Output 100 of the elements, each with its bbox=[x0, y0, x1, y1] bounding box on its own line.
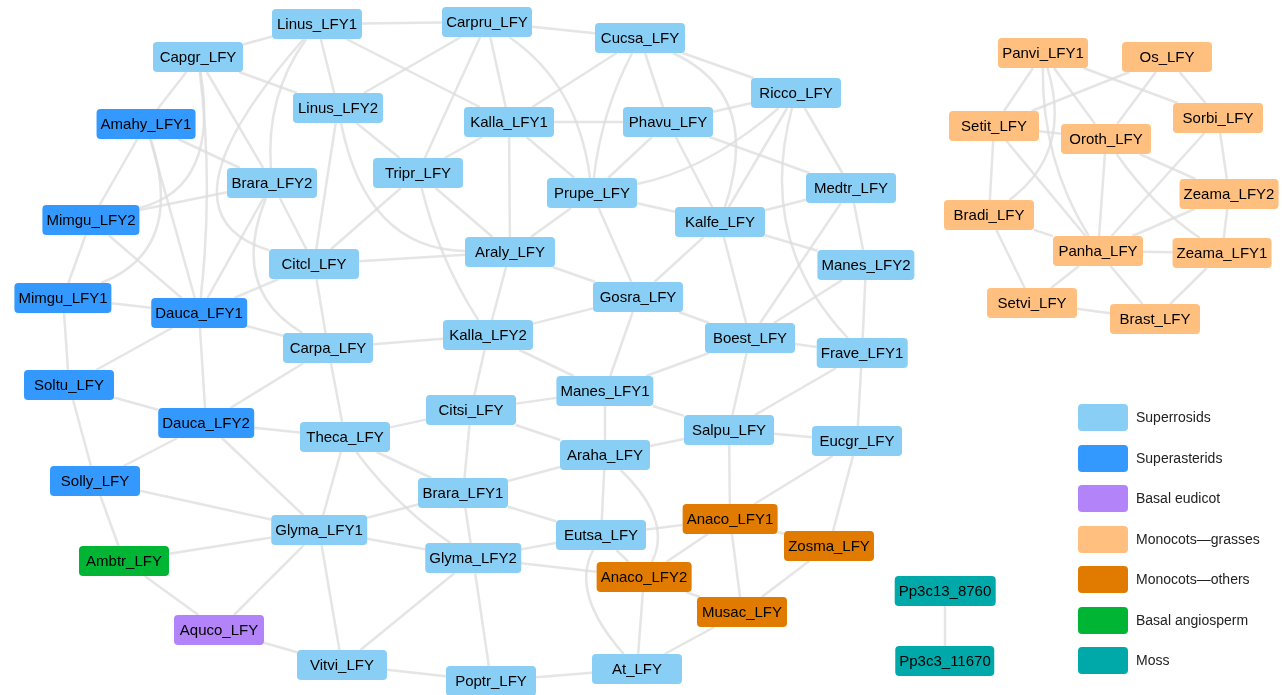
network-edge bbox=[423, 36, 482, 159]
network-edge bbox=[636, 202, 676, 213]
gene-node: Brast_LFY bbox=[1110, 304, 1200, 334]
network-edge bbox=[434, 187, 494, 238]
network-edge bbox=[530, 207, 572, 238]
network-edge bbox=[645, 351, 710, 378]
network-edge bbox=[1008, 67, 1056, 201]
network-edge bbox=[995, 229, 1026, 289]
network-edge bbox=[764, 234, 818, 252]
gene-node: Oroth_LFY bbox=[1061, 124, 1151, 154]
network-edge bbox=[1218, 132, 1229, 180]
network-edge bbox=[1222, 208, 1229, 239]
network-edge bbox=[139, 489, 272, 521]
network-edge bbox=[1076, 307, 1111, 315]
legend-label: Superrosids bbox=[1136, 408, 1211, 427]
network-edge bbox=[773, 432, 813, 439]
network-edge bbox=[156, 71, 188, 110]
gene-node: Setvi_LFY bbox=[987, 288, 1077, 318]
network-edge bbox=[111, 302, 152, 309]
gene-node: Tripr_LFY bbox=[373, 158, 463, 188]
network-edge bbox=[592, 52, 634, 179]
network-edge bbox=[473, 349, 486, 396]
network-edge bbox=[520, 562, 597, 573]
network-edge bbox=[518, 348, 575, 378]
network-edge bbox=[652, 404, 685, 418]
network-edge bbox=[386, 668, 447, 678]
network-edge bbox=[712, 102, 752, 113]
legend-label: Monocots—others bbox=[1136, 570, 1250, 589]
gene-node: Panha_LFY bbox=[1053, 236, 1143, 266]
network-edge bbox=[229, 361, 305, 410]
network-edge bbox=[359, 572, 456, 651]
network-edge bbox=[722, 236, 748, 324]
network-edge bbox=[831, 455, 855, 532]
network-edge bbox=[206, 197, 265, 299]
network-edge bbox=[233, 544, 305, 616]
gene-node: Sorbi_LFY bbox=[1173, 103, 1263, 133]
network-edge bbox=[552, 265, 596, 284]
network-edge bbox=[507, 465, 561, 483]
network-edge bbox=[531, 25, 596, 35]
network-edge bbox=[615, 549, 630, 563]
network-edge bbox=[731, 352, 748, 416]
network-edge bbox=[320, 544, 341, 651]
gene-node: Citsi_LFY bbox=[426, 395, 516, 425]
network-edge bbox=[263, 641, 298, 654]
network-edge bbox=[315, 122, 337, 250]
network-edge bbox=[861, 279, 867, 339]
gene-node: Zeama_LFY2 bbox=[1179, 179, 1279, 209]
network-edge bbox=[856, 367, 863, 427]
gene-node: Boest_LFY bbox=[705, 323, 795, 353]
gene-node: Anaco_LFY1 bbox=[682, 504, 778, 534]
network-edge bbox=[852, 202, 865, 251]
network-edge bbox=[1115, 153, 1201, 240]
network-edge bbox=[113, 396, 159, 411]
gene-node: Poptr_LFY bbox=[446, 666, 536, 695]
network-edge bbox=[754, 366, 837, 417]
network-edge bbox=[709, 135, 810, 175]
gene-node: Gosra_LFY bbox=[593, 282, 683, 312]
network-edge bbox=[67, 234, 87, 284]
network-edge bbox=[761, 560, 810, 598]
network-edge bbox=[619, 469, 660, 563]
gene-node: Eutsa_LFY bbox=[556, 520, 646, 550]
network-edge bbox=[278, 197, 308, 250]
gene-node: Kalla_LFY1 bbox=[464, 107, 554, 137]
network-edge bbox=[1110, 132, 1206, 237]
network-edge bbox=[444, 135, 483, 160]
network-edge bbox=[525, 136, 576, 179]
network-edge bbox=[315, 278, 327, 334]
network-edge bbox=[1139, 152, 1196, 181]
network-edge bbox=[389, 418, 427, 429]
network-edge bbox=[988, 140, 995, 201]
gene-node: Prupe_LFY bbox=[547, 178, 637, 208]
gene-node: Glyma_LFY2 bbox=[425, 543, 521, 573]
network-edge bbox=[597, 207, 633, 283]
legend-label: Moss bbox=[1136, 651, 1170, 670]
gene-node: Phavu_LFY bbox=[623, 107, 713, 137]
network-edge bbox=[803, 107, 844, 174]
network-edge bbox=[507, 137, 512, 237]
legend-label: Superasterids bbox=[1136, 448, 1223, 468]
network-edge bbox=[1116, 71, 1157, 125]
gene-node: Manes_LFY2 bbox=[817, 250, 915, 280]
network-edge bbox=[645, 523, 683, 531]
network-edge bbox=[535, 671, 593, 679]
network-edge bbox=[71, 399, 93, 467]
gene-node: Medtr_LFY bbox=[806, 173, 896, 203]
network-edge bbox=[585, 549, 625, 655]
legend-label: Monocots—grasses bbox=[1136, 529, 1260, 549]
gene-node: Kalfe_LFY bbox=[675, 207, 765, 237]
network-edge bbox=[1033, 228, 1054, 238]
network-edge bbox=[100, 138, 163, 285]
gene-node: Mimgu_LFY1 bbox=[14, 283, 112, 313]
network-edge bbox=[95, 326, 173, 372]
network-edge bbox=[198, 71, 209, 299]
network-edge bbox=[143, 575, 200, 616]
gene-node: Amahy_LFY1 bbox=[96, 109, 196, 139]
gene-node: Araha_LFY bbox=[560, 440, 650, 470]
network-edge bbox=[1003, 67, 1034, 112]
network-edge bbox=[464, 507, 472, 544]
network-edge bbox=[532, 307, 594, 325]
gene-node: Anaco_LFY2 bbox=[596, 562, 692, 592]
network-edge bbox=[473, 572, 491, 667]
